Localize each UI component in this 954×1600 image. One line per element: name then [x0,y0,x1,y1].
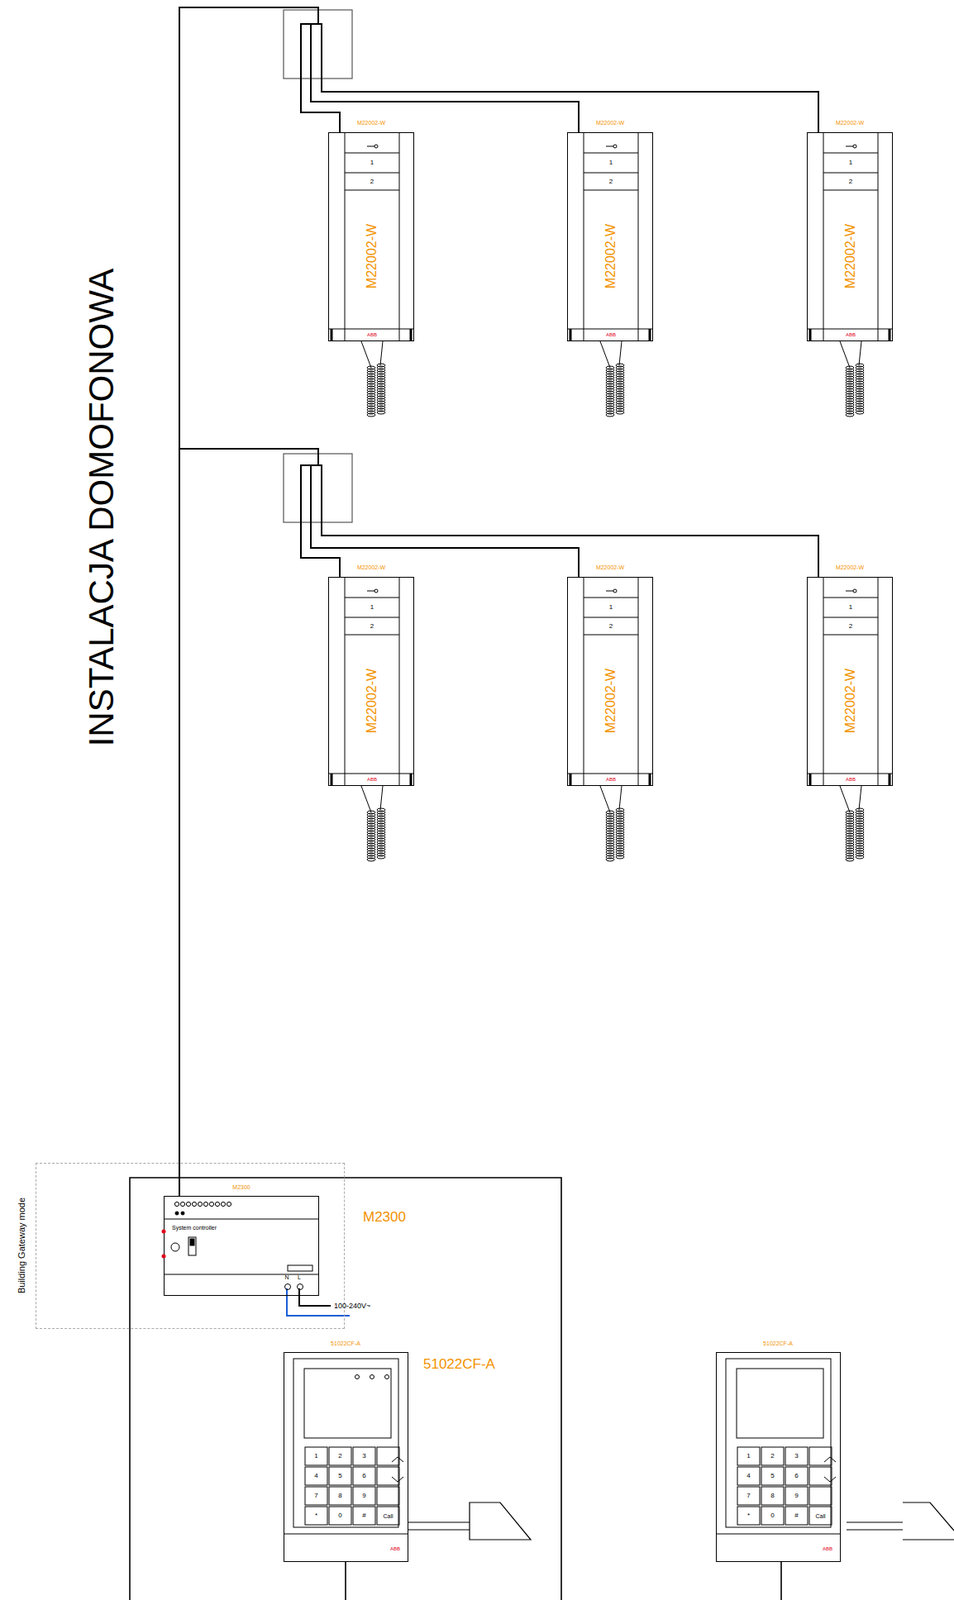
outdoor-station: 51022CF-A123456789*0#CallABB [715,1352,841,1563]
button-label: 1 [849,604,853,611]
model-name: M22002-W [365,224,379,289]
model-name: 51022CF-A [423,1357,496,1372]
model-label: 51022CF-A [330,1340,361,1347]
keypad-key: 5 [770,1473,774,1480]
brand-mark: ABB [822,1546,833,1552]
button-label: 2 [609,178,613,186]
keypad-key: 9 [362,1493,366,1500]
outdoor-station: 51022CF-A123456789*0#CallABB51022CF-A [283,1352,409,1563]
keypad-key: Call [382,1513,393,1520]
brand-mark: ABB [845,332,856,338]
button-label: 1 [370,604,374,611]
supply-voltage: 100-240V~ [333,1302,371,1311]
brand-mark: ABB [367,332,377,338]
indoor-handset: M22002-W12M22002-WABB [567,577,654,787]
keypad-key: 3 [794,1453,798,1460]
diagram-title: INSTALACJA DOMOFONOWA [84,268,120,748]
device-caption: System controller [171,1225,217,1231]
keypad-key: 2 [770,1453,774,1460]
keypad-key: 0 [338,1512,342,1520]
keypad-key: Call [815,1513,826,1520]
keypad-key: 6 [794,1473,798,1480]
model-label: 51022CF-A [763,1340,793,1347]
lock-symbol [408,1502,531,1541]
brand-mark: ABB [605,332,616,338]
keypad-key: * [747,1512,750,1520]
indoor-handset: M22002-W12M22002-WABB [328,132,415,342]
model-name: M22002-W [604,668,618,734]
keypad-key: # [794,1512,798,1520]
indoor-handset: M22002-W12M22002-WABB [328,577,415,787]
keypad-key: # [362,1512,366,1520]
model-name: M22002-W [844,668,858,734]
bus-wire [179,7,819,1197]
model-name: M22002-W [604,224,618,289]
keypad-key: 2 [338,1453,342,1460]
button-label: 2 [609,623,613,630]
keypad-key: 8 [770,1493,774,1500]
model-label: M22002-W [357,119,386,126]
button-label: 2 [370,623,374,630]
bus-wire [179,7,579,1197]
model-label: M2300 [232,1184,250,1191]
brand-mark: ABB [845,777,856,783]
bus-wire [179,7,340,1197]
indoor-handset: M22002-W12M22002-WABB [806,577,893,787]
keypad-key: 7 [314,1493,318,1500]
device-outline [283,1352,409,1563]
system-controller: M2300System controllerM2300 [163,1196,320,1297]
button-label: 1 [609,159,613,167]
keypad-key: 9 [794,1493,798,1500]
enclosure-frame [129,1178,562,1600]
keypad-key: 3 [362,1453,366,1460]
terminal-name: N [284,1274,289,1281]
indoor-handset: M22002-W12M22002-WABB [806,132,893,342]
keypad-key: 1 [746,1453,750,1460]
keypad-key: 0 [770,1512,774,1520]
bus-wire [179,448,579,1197]
model-label: M22002-W [596,564,625,571]
device-outline [715,1352,841,1563]
model-name: M22002-W [844,224,858,289]
model-label: M22002-W [596,119,625,126]
lock-symbol [846,1502,954,1541]
button-label: 1 [609,604,613,611]
station-cable [345,1562,782,1600]
keypad-key: 1 [314,1453,318,1460]
bus-wire [179,448,819,1197]
keypad-key: 6 [362,1473,366,1480]
keypad-key: 4 [746,1473,750,1480]
keypad-key: 5 [338,1473,342,1480]
model-label: M22002-W [357,564,386,571]
terminal-name: L [297,1274,301,1281]
button-label: 1 [849,159,853,167]
gateway-mode-region: Building Gateway modeM2300System control… [35,1163,345,1330]
brand-mark: ABB [367,777,377,783]
power-wire [299,1288,331,1307]
button-label: 2 [849,178,853,186]
keypad-key: * [314,1512,318,1520]
button-label: 2 [370,178,374,186]
button-label: 2 [849,623,853,630]
keypad-key: 4 [314,1473,318,1480]
indoor-handset: M22002-W12M22002-WABB [567,132,654,342]
region-label: Building Gateway mode [17,1197,27,1294]
brand-mark: ABB [390,1546,401,1552]
model-name: M2300 [362,1210,406,1225]
keypad-key: 8 [338,1493,342,1500]
bus-wire [179,448,340,1197]
brand-mark: ABB [605,777,616,783]
model-label: M22002-W [835,119,864,126]
model-name: M22002-W [365,668,379,734]
device-outline [163,1196,320,1297]
button-label: 1 [370,159,374,167]
keypad-key: 7 [746,1493,750,1500]
model-label: M22002-W [835,564,864,571]
